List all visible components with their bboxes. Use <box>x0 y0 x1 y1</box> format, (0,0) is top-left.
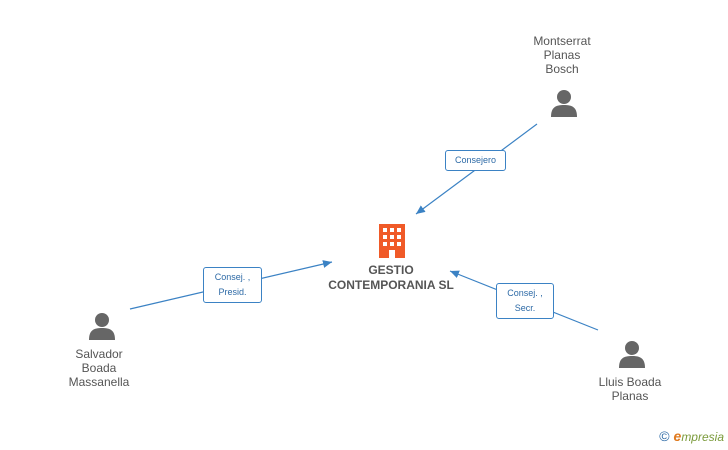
edge-label-consej-presid[interactable]: Consej. , Presid. <box>203 267 262 303</box>
brand-initial: e <box>673 428 682 444</box>
edge-label-line: Presid. <box>218 287 247 297</box>
person-name-montserrat[interactable]: Montserrat Planas Bosch <box>507 34 617 76</box>
edge-label-line: Consej. , <box>507 288 543 298</box>
person-name-lluis[interactable]: Lluis Boada Planas <box>575 375 685 403</box>
person-name-line: Montserrat <box>533 34 591 48</box>
company-name[interactable]: GESTIO CONTEMPORANIA SL <box>321 263 461 293</box>
person-name-line: Salvador <box>75 347 123 361</box>
edge-label-line: Secr. <box>514 303 536 313</box>
edge-label-consej-secr[interactable]: Consej. , Secr. <box>496 283 554 319</box>
empresia-watermark: ©empresia <box>659 428 724 444</box>
person-name-line: Planas <box>543 48 581 62</box>
edge-label-line: Consej. , <box>214 272 251 282</box>
person-icon[interactable] <box>618 340 646 368</box>
person-icon[interactable] <box>88 312 116 340</box>
edge-label-line: Consejero <box>454 155 497 165</box>
edge-label-consejero[interactable]: Consejero <box>445 150 506 171</box>
person-name-line: Lluis Boada <box>598 375 662 389</box>
company-building-icon[interactable] <box>376 224 408 258</box>
company-name-line1: GESTIO <box>368 263 414 277</box>
person-name-line: Bosch <box>545 62 579 76</box>
person-name-salvador[interactable]: Salvador Boada Massanella <box>44 347 154 389</box>
company-name-line2: CONTEMPORANIA SL <box>328 278 454 292</box>
person-name-line: Planas <box>611 389 649 403</box>
copyright-icon: © <box>659 428 670 444</box>
brand-rest: mpresia <box>681 430 724 444</box>
person-icon[interactable] <box>550 89 578 117</box>
person-name-line: Massanella <box>68 375 130 389</box>
person-name-line: Boada <box>81 361 117 375</box>
